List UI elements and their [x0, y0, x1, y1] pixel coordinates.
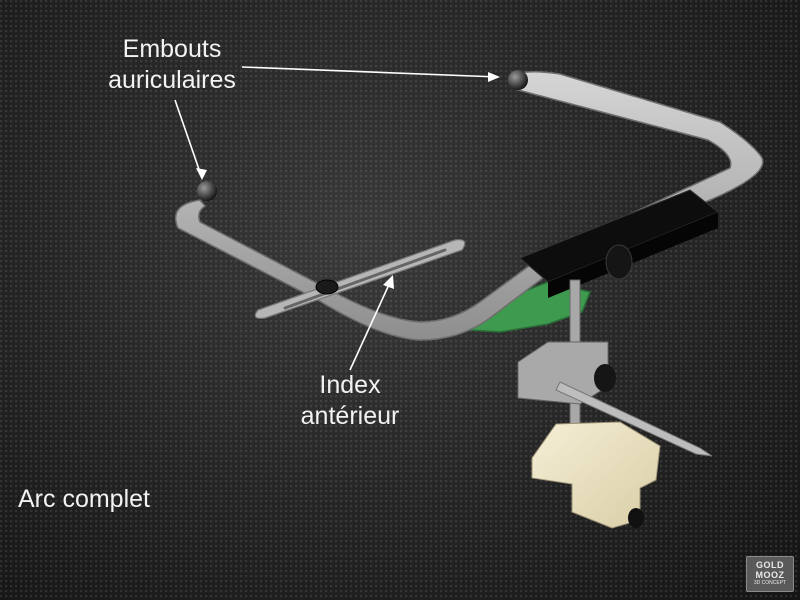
slide-caption: Arc complet: [18, 485, 150, 513]
ear-piece-left: [197, 181, 217, 201]
anterior-index-label-line1: Index: [319, 371, 381, 399]
arrow-ear-left: [174, 99, 203, 179]
joint-knob: [594, 364, 616, 392]
bite-base: [531, 421, 661, 529]
facebow-arc: [174, 71, 764, 341]
joint-block: [517, 341, 609, 405]
index-screw: [315, 279, 339, 295]
ear-piece-right: [508, 70, 528, 90]
logo-line3: 3D CONCEPT: [753, 580, 787, 586]
base-knob: [628, 508, 644, 528]
brand-logo: GOLD MOOZ 3D CONCEPT: [746, 556, 794, 592]
arrow-index: [349, 277, 393, 371]
pointer-rod: [555, 381, 713, 457]
ear-pieces-label-line1: Embouts: [122, 35, 222, 63]
ear-pieces-label-line2: auriculaires: [108, 66, 236, 94]
anterior-index-label: Index antérieur: [282, 370, 418, 432]
index-slot: [283, 248, 447, 310]
clamp-knob: [605, 244, 633, 280]
anterior-index-label-line2: antérieur: [300, 402, 400, 430]
ear-pieces-label: Embouts auriculaires: [92, 34, 252, 96]
logo-line2: MOOZ: [755, 570, 785, 580]
logo-line1: GOLD: [756, 560, 784, 570]
arrow-ear-right: [241, 66, 499, 78]
